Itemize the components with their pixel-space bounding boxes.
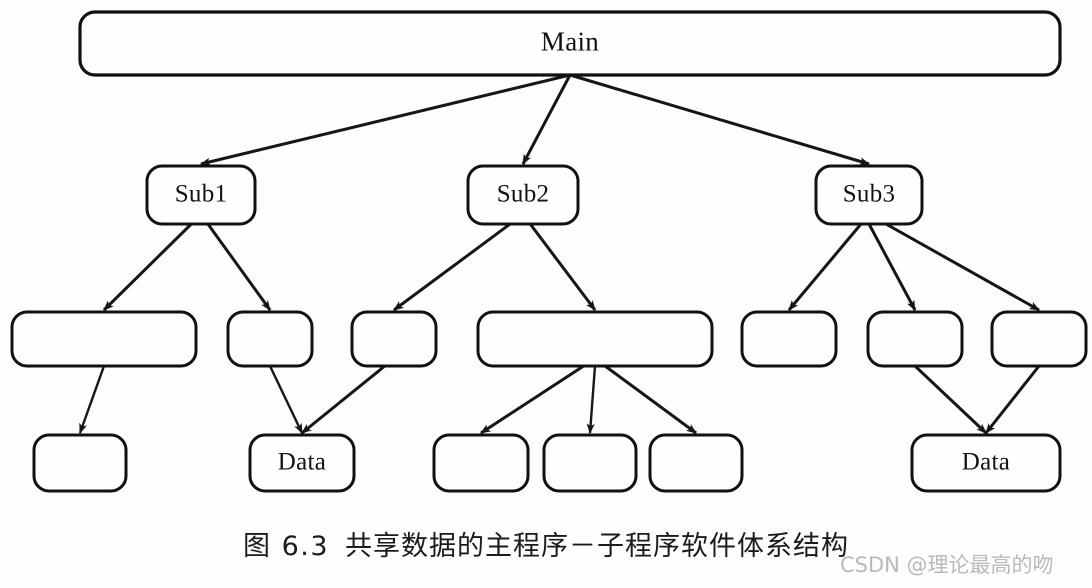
edge-r3c2-to-data1 [268,365,304,434]
edge-sub1-to-r3c1 [102,222,193,312]
edge-r3c3-to-data1 [301,364,386,435]
node-r3c1[interactable] [10,310,198,368]
node-r3c4[interactable] [476,310,714,368]
node-label: Data [278,449,326,476]
edge-r3c1-to-r4c1 [78,365,106,434]
edge-sub2-to-r3c4 [529,223,597,311]
edge-r3c4-to-r4c5 [604,364,697,435]
node-r3c3[interactable] [350,310,438,368]
node-box [248,433,356,493]
node-label: Sub1 [175,181,228,208]
edge-main-to-sub1 [200,73,571,166]
node-box [476,310,714,368]
edge-r3c6-to-data2 [913,364,988,435]
node-box [32,433,128,493]
node-label: Main [541,27,599,57]
node-r4c3[interactable] [432,433,530,493]
node-box [10,310,198,368]
figure-caption-text: 共享数据的主程序－子程序软件体系结构 [345,531,850,562]
node-r4c4[interactable] [542,433,638,493]
node-box [432,433,530,493]
node-box [542,433,638,493]
node-box [910,433,1062,493]
node-box [814,164,924,226]
node-r3c6[interactable] [866,310,964,368]
node-sub2[interactable]: Sub2 [466,164,580,226]
figure-caption: 图 6.3 共享数据的主程序－子程序软件体系结构 [0,524,1092,563]
node-label: Sub2 [497,181,550,208]
edge-r3c7-to-data2 [984,365,1041,434]
node-sub3[interactable]: Sub3 [814,164,924,226]
node-r3c7[interactable] [990,310,1088,368]
node-box [78,10,1062,77]
edge-sub3-to-r3c7 [885,222,1040,312]
node-r3c5[interactable] [740,310,838,368]
node-box [866,310,964,368]
edge-main-to-sub3 [569,73,870,166]
node-data2[interactable]: Data [910,433,1062,493]
edge-sub3-to-r3c5 [787,223,863,311]
node-box [648,433,744,493]
node-r4c1[interactable] [32,433,128,493]
node-box [740,310,838,368]
node-box [990,310,1088,368]
node-r4c5[interactable] [648,433,744,493]
edge-sub3-to-r3c6 [867,223,917,311]
node-label: Data [962,449,1010,476]
node-box [466,164,580,226]
node-box [350,310,438,368]
figure-number: 图 6.3 [242,531,330,562]
node-label: Sub3 [843,181,896,208]
edge-main-to-sub2 [521,74,572,165]
node-sub1[interactable]: Sub1 [145,164,257,226]
node-box [145,164,257,226]
edge-r3c4-to-r4c3 [480,364,585,435]
edge-sub2-to-r3c3 [393,222,511,312]
edge-r3c4-to-r4c4 [586,365,597,434]
node-r3c2[interactable] [226,310,314,368]
edge-layer [78,73,1041,435]
edge-sub1-to-r3c2 [206,223,272,311]
node-box [226,310,314,368]
node-data1[interactable]: Data [248,433,356,493]
node-main[interactable]: Main [78,10,1062,77]
